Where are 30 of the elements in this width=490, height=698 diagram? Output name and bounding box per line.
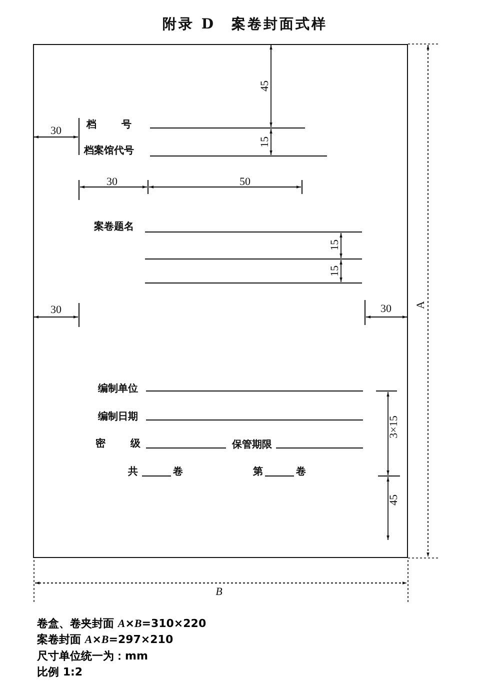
dimension-label: 45 [388,494,400,506]
dimension-label: 30 [380,302,392,316]
note-text: 尺寸单位统一为：mm [37,649,148,663]
dimension-label: 3×15 [388,416,400,438]
field-label: 卷 [173,466,183,478]
dimension-label: B [216,586,222,598]
dimension-label: 30 [50,124,62,138]
dimension-label: 15 [328,240,342,250]
dimension-label: 45 [258,80,272,92]
field-label: 案卷题名 [94,222,134,232]
title: 附录 D 案卷封面式样 [162,17,328,33]
note-text: 比例 1:2 [37,665,83,679]
dimension-label: 30 [50,304,62,316]
note-text: 卷盒、卷夹封面 A×B=310×220 [37,616,206,632]
cover-outline [33,44,408,558]
field-label: 共 [128,466,138,478]
field-label: 卷 [296,466,306,478]
field-label: 编制单位 [98,384,138,394]
field-label: 档案馆代号 [84,146,134,156]
field-label: 编制日期 [98,412,138,422]
field-label: 第 [253,466,263,478]
field-label: 档 号 [86,120,132,130]
dimension-label: 15 [258,136,272,148]
note-text: 案卷封面 A×B=297×210 [37,632,174,648]
dimension-label: 30 [106,176,118,188]
field-label: 保管期限 [232,440,272,450]
field-label: 密 级 [95,438,141,450]
dimension-label: A [414,301,428,309]
dimension-label: 15 [328,266,342,276]
dimension-label: 50 [240,176,250,188]
